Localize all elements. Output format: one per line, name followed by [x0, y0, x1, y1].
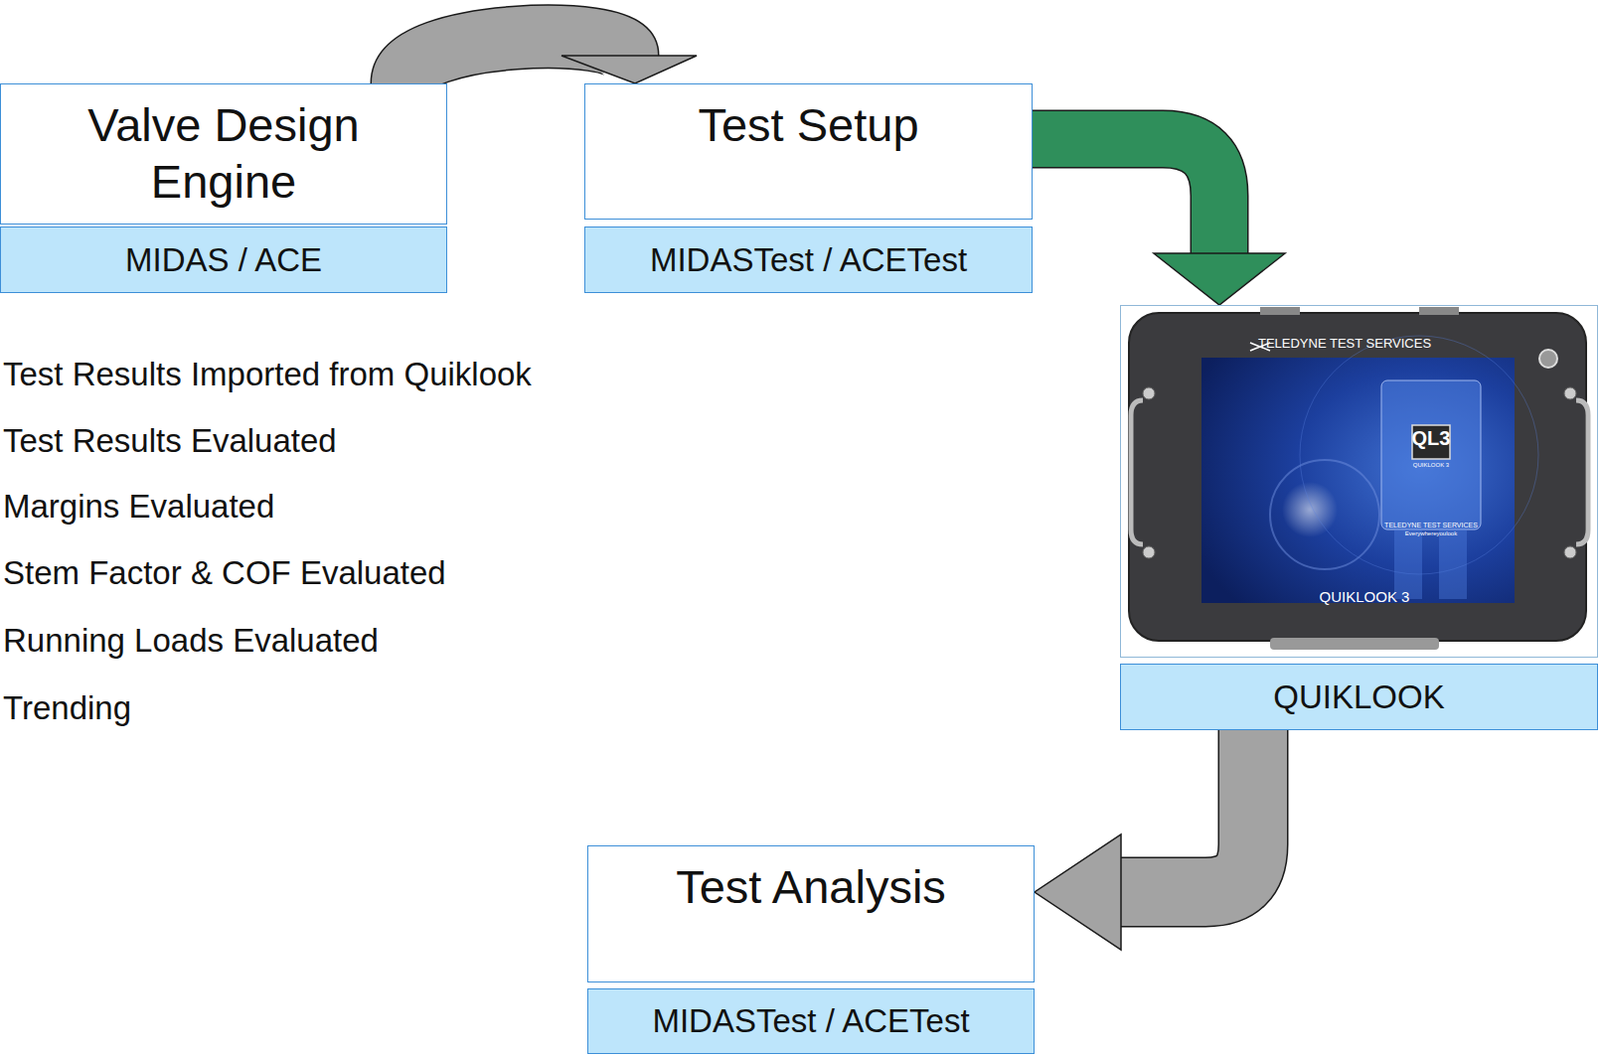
device-body	[1128, 313, 1587, 641]
screen-glow	[1281, 481, 1338, 538]
arrow-head	[1153, 253, 1285, 306]
device-small-text: TELEDYNE TEST SERVICES	[1384, 520, 1478, 530]
device-screen	[1201, 357, 1515, 604]
chip-lead	[1439, 529, 1467, 600]
block-arrow	[1032, 139, 1285, 306]
ql3-badge-text: QL3	[1412, 427, 1451, 450]
device-handle	[1576, 400, 1589, 545]
device-latch	[1419, 307, 1459, 316]
handle-mount	[1142, 387, 1155, 400]
block-arrow	[1034, 730, 1254, 951]
device-text: QUIKLOOK 3	[1319, 588, 1411, 606]
software-band: MIDASTest / ACETest	[587, 988, 1035, 1055]
arrow-outline	[1032, 139, 1220, 254]
software-band: QUIKLOOK	[1120, 663, 1599, 731]
device-small-text: QUIKLOOK 3	[1413, 461, 1449, 470]
handle-mount	[1564, 387, 1577, 400]
step-label: Test Results Evaluated	[2, 422, 337, 461]
arrow-body	[1032, 139, 1220, 254]
band-label: MIDASTest / ACETest	[651, 1002, 969, 1041]
device-latch	[1260, 307, 1300, 316]
box-title: Test Setup	[640, 84, 978, 154]
device-frame: TELEDYNE TEST SERVICES QL3QUIKLOOK 3 QUIKL…	[1120, 305, 1599, 658]
arrow-head	[1034, 834, 1121, 951]
band-label: MIDASTest / ACETest	[649, 241, 967, 280]
arrow-outline	[1120, 730, 1254, 893]
ql3-badge	[1412, 425, 1450, 460]
handle-mount	[1142, 546, 1155, 559]
process-box: Test Setup	[584, 83, 1033, 220]
device-handle	[1130, 400, 1143, 545]
software-band: MIDAS / ACE	[0, 226, 448, 294]
band-label: QUIKLOOK	[1273, 678, 1444, 717]
device-stand	[1270, 638, 1440, 650]
device-text: TELEDYNE TEST SERVICES	[1258, 335, 1432, 351]
step-label: Margins Evaluated	[2, 487, 275, 526]
arrow-head	[561, 55, 697, 84]
process-box: Test Analysis	[587, 845, 1035, 983]
process-box: Valve Design Engine	[0, 83, 448, 225]
device-small-text: Everywhereyoulook	[1405, 529, 1457, 538]
step-label: Test Results Imported from Quiklook	[2, 355, 532, 394]
power-button	[1539, 349, 1558, 368]
step-label: Running Loads Evaluated	[2, 622, 379, 660]
screen-ring	[1270, 460, 1380, 570]
step-label: Trending	[2, 689, 132, 728]
box-title: Test Analysis	[641, 846, 980, 916]
band-label: MIDAS / ACE	[125, 241, 322, 280]
chip-shape	[1381, 380, 1481, 530]
handle-mount	[1564, 546, 1577, 559]
block-arrow	[402, 36, 697, 84]
step-label: Stem Factor & COF Evaluated	[2, 554, 447, 593]
software-band: MIDASTest / ACETest	[584, 226, 1033, 294]
box-title: Valve Design Engine	[54, 84, 393, 210]
arrow-body	[1120, 730, 1254, 893]
